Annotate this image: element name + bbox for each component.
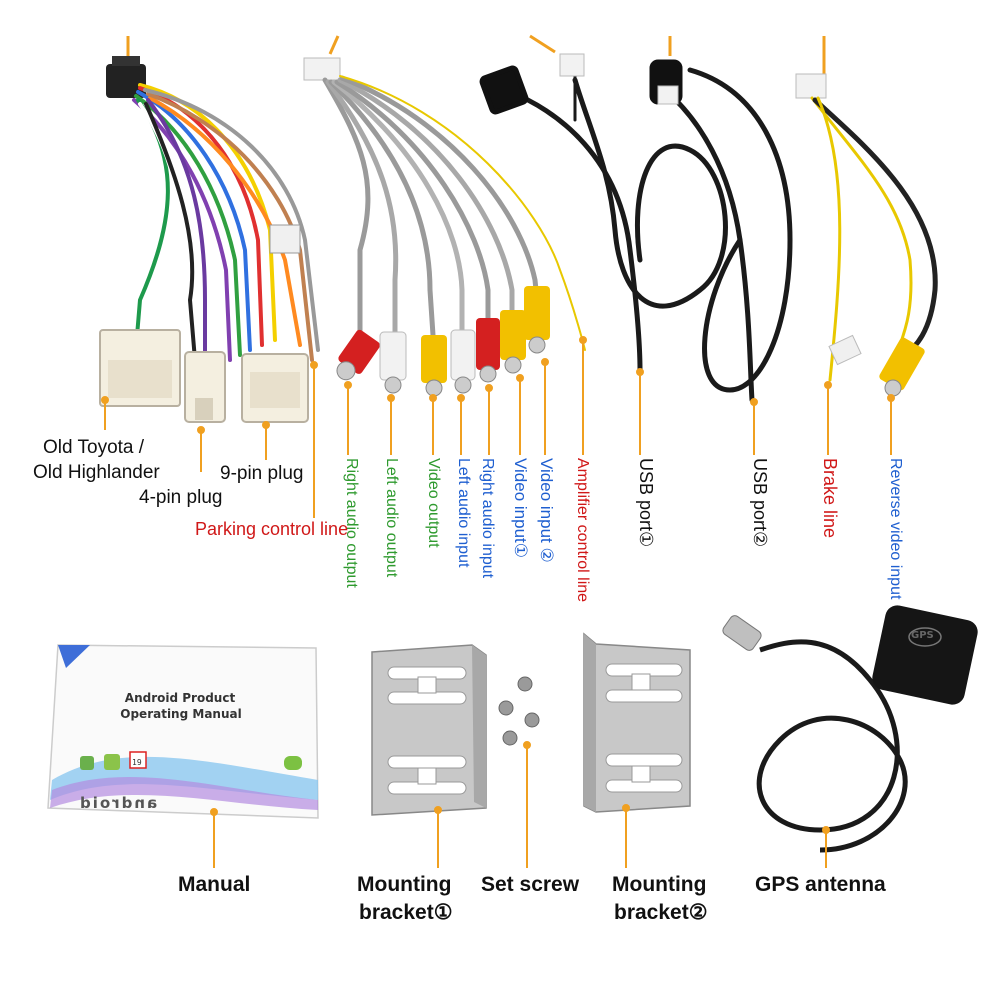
set-screws [498, 676, 540, 746]
gps-antenna-tag: GPS [911, 630, 934, 641]
section2-leader-lines [210, 741, 830, 868]
label-reverse-video-input: Reverse video input [887, 458, 904, 600]
rca-cable-harness [303, 57, 586, 397]
label-manual: Manual [178, 873, 251, 896]
label-usb-port-2: USB port② [750, 458, 770, 548]
label-right-audio-input: Right audio input [479, 458, 496, 579]
section1-leader-lines [101, 336, 895, 518]
label-gps-antenna: GPS antenna [755, 873, 886, 896]
label-video-input-1: Video input① [511, 458, 530, 558]
label-left-audio-output: Left audio output [383, 458, 400, 578]
label-old-toyota: Old Toyota / [43, 437, 145, 458]
manual-title-line1: Android Product [124, 691, 236, 705]
label-mounting-bracket-2-line2: bracket② [614, 901, 708, 924]
label-usb-port-1: USB port① [636, 458, 656, 548]
gps-antenna [722, 605, 978, 853]
label-set-screw: Set screw [481, 873, 580, 896]
usb-cable-2 [649, 59, 793, 403]
rca-plugs [336, 286, 550, 397]
label-brake-line: Brake line [820, 458, 840, 539]
mounting-bracket-1 [371, 644, 487, 816]
manual-calendar-day: 19 [132, 758, 142, 767]
label-mounting-bracket-2-line1: Mounting [612, 873, 707, 896]
brake-reverse-cable [795, 73, 938, 397]
manual-title-line2: Operating Manual [120, 707, 242, 721]
label-mounting-bracket-1-line2: bracket① [359, 901, 453, 924]
usb-cable-1 [479, 53, 728, 373]
label-9-pin-plug: 9-pin plug [220, 463, 304, 484]
label-mounting-bracket-1-line1: Mounting [357, 873, 452, 896]
manual-booklet [47, 644, 319, 819]
label-right-audio-output: Right audio output [343, 458, 360, 588]
label-old-highlander: Old Highlander [33, 462, 160, 483]
main-wire-harness [99, 56, 320, 423]
top-leader-lines [126, 34, 826, 78]
label-amplifier-control-line: Amplifier control line [574, 458, 591, 603]
mounting-bracket-2 [583, 632, 691, 813]
manual-android-logo: android [78, 794, 158, 812]
label-video-input-2: Video input ② [537, 458, 556, 563]
label-left-audio-input: Left audio input [455, 458, 472, 568]
label-parking-control-line: Parking control line [195, 519, 349, 539]
label-4-pin-plug: 4-pin plug [139, 487, 223, 508]
label-video-output: Video output [425, 458, 442, 548]
